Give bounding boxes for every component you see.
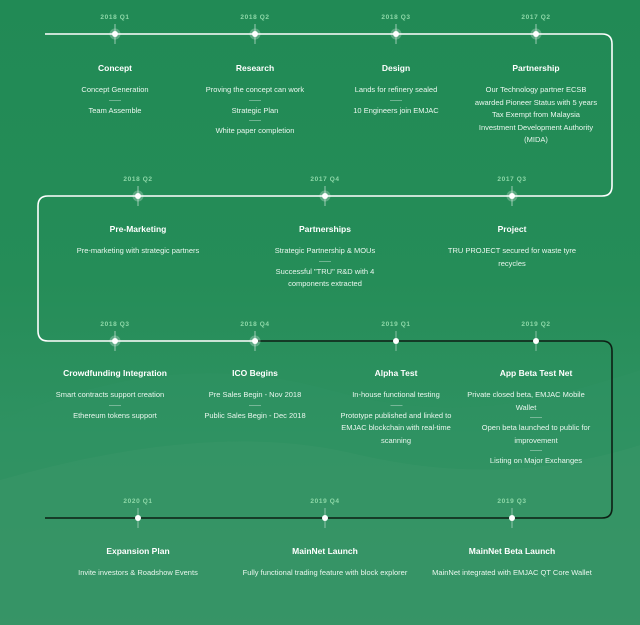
item-separator: [530, 417, 542, 418]
milestone-date: 2019 Q1: [381, 321, 411, 328]
milestone-item: Strategic Partnership & MOUs: [274, 246, 376, 255]
timeline-node: [322, 193, 328, 199]
item-separator: [390, 404, 402, 406]
timeline-node: [112, 338, 118, 344]
milestone-2019-q1-alpha-test: 2019 Q1 Alpha Test In-house functional t…: [334, 321, 459, 447]
milestone-date: 2018 Q2: [240, 14, 270, 21]
milestone-title: Partnerships: [299, 224, 351, 234]
milestone-title: Research: [235, 63, 275, 73]
timeline-node: [509, 515, 515, 521]
milestone-title: MainNet Beta Launch: [468, 546, 556, 556]
milestone-date: 2020 Q1: [123, 498, 153, 505]
milestone-title: Partnership: [512, 63, 560, 73]
milestone-item: In-house functional testing: [352, 390, 440, 399]
timeline-node: [135, 193, 141, 199]
timeline-node: [533, 338, 539, 344]
background-wave: [0, 370, 640, 625]
item-separator: [390, 99, 402, 101]
timeline-node: [533, 31, 539, 37]
item-separator: [109, 99, 121, 101]
milestone-title: App Beta Test Net: [499, 368, 573, 378]
item-separator: [109, 404, 121, 406]
milestone-item: Proving the concept can work: [205, 85, 305, 94]
milestone-date: 2018 Q2: [123, 176, 153, 183]
milestone-item: Lands for refinery sealed: [354, 85, 438, 94]
timeline-node: [509, 193, 515, 199]
timeline-node: [252, 31, 258, 37]
milestone-date: 2017 Q3: [497, 176, 527, 183]
milestone-item: Ethereum tokens support: [73, 410, 157, 420]
milestone-title: Pre-Marketing: [109, 224, 167, 234]
milestone-2018-q1-concept: 2018 Q1 Concept Concept Generation Team …: [55, 14, 175, 117]
timeline-node: [252, 338, 258, 344]
item-separator: [249, 99, 261, 101]
timeline-node: [135, 515, 141, 521]
milestone-date: 2017 Q4: [310, 176, 340, 183]
milestone-date: 2018 Q4: [240, 321, 270, 328]
timeline-node: [112, 31, 118, 37]
milestone-item: Prototype published and linked to EMJAC …: [340, 410, 452, 445]
milestone-item: White paper completion: [215, 126, 295, 135]
milestone-2017-q2-partnership: 2017 Q2 Partnership Our Technology partn…: [473, 14, 599, 147]
milestone-item: Smart contracts support creation: [55, 390, 165, 399]
milestone-title: Expansion Plan: [106, 546, 170, 556]
milestone-title: Alpha Test: [374, 368, 418, 378]
item-separator: [249, 120, 261, 121]
milestone-item: Public Sales Begin - Dec 2018: [204, 410, 306, 420]
milestone-date: 2019 Q3: [497, 498, 527, 505]
milestone-2017-q4-partnerships: 2017 Q4 Partnerships Strategic Partnersh…: [260, 176, 390, 291]
milestone-item: Team Assemble: [88, 105, 142, 115]
milestone-date: 2019 Q4: [310, 498, 340, 505]
milestone-title: Design: [381, 63, 411, 73]
milestone-2018-q4-ico-begins: 2018 Q4 ICO Begins Pre Sales Begin - Nov…: [190, 321, 320, 422]
milestone-2018-q2-pre-marketing: 2018 Q2 Pre-Marketing Pre-marketing with…: [58, 176, 218, 258]
milestone-date: 2019 Q2: [521, 321, 551, 328]
milestone-date: 2018 Q3: [381, 14, 411, 21]
milestone-title: Project: [497, 224, 527, 234]
timeline-node: [393, 338, 399, 344]
timeline-node: [322, 515, 328, 521]
milestone-2018-q3-design: 2018 Q3 Design Lands for refinery sealed…: [336, 14, 456, 117]
milestone-date: 2018 Q3: [100, 321, 130, 328]
milestone-item: Pre Sales Begin - Nov 2018: [208, 390, 302, 399]
milestone-item: Concept Generation: [81, 85, 149, 94]
milestone-item: Invite investors & Roadshow Events: [78, 568, 198, 577]
item-separator: [319, 260, 331, 262]
item-separator: [530, 450, 542, 451]
milestone-date: 2018 Q1: [100, 14, 130, 21]
milestone-2017-q3-project: 2017 Q3 Project TRU PROJECT secured for …: [442, 176, 582, 270]
milestone-item: 10 Engineers join EMJAC: [353, 105, 439, 115]
milestone-2019-q3-mainnet-beta: 2019 Q3 MainNet Beta Launch MainNet inte…: [432, 498, 592, 580]
milestone-item: Fully functional trading feature with bl…: [242, 568, 408, 577]
milestone-2018-q2-research: 2018 Q2 Research Proving the concept can…: [190, 14, 320, 138]
milestone-title: MainNet Launch: [292, 546, 358, 556]
timeline-node: [393, 31, 399, 37]
milestone-2020-q1-expansion: 2020 Q1 Expansion Plan Invite investors …: [58, 498, 218, 580]
milestone-item: TRU PROJECT secured for waste tyre recyc…: [447, 246, 577, 268]
milestone-item: Our Technology partner ECSB awarded Pion…: [474, 85, 598, 144]
milestone-2019-q4-mainnet-launch: 2019 Q4 MainNet Launch Fully functional …: [243, 498, 408, 580]
milestone-title: ICO Begins: [232, 368, 278, 378]
item-separator: [249, 404, 261, 406]
milestone-item: Strategic Plan: [231, 105, 279, 115]
milestone-item: Private closed beta, EMJAC Mobile Wallet: [467, 390, 585, 412]
milestone-item: Pre-marketing with strategic partners: [76, 246, 200, 255]
milestone-2018-q3-crowdfunding: 2018 Q3 Crowdfunding Integration Smart c…: [55, 321, 175, 422]
milestone-item: MainNet integrated with EMJAC QT Core Wa…: [432, 568, 592, 577]
milestone-item: Open beta launched to public for improve…: [481, 423, 591, 445]
milestone-title: Concept: [98, 63, 132, 73]
milestone-item: Listing on Major Exchanges: [489, 456, 583, 465]
milestone-date: 2017 Q2: [521, 14, 551, 21]
milestone-item: Successful "TRU" R&D with 4 components e…: [275, 266, 375, 289]
milestone-title: Crowdfunding Integration: [63, 368, 167, 378]
milestone-2019-q2-app-beta: 2019 Q2 App Beta Test Net Private closed…: [466, 321, 606, 468]
